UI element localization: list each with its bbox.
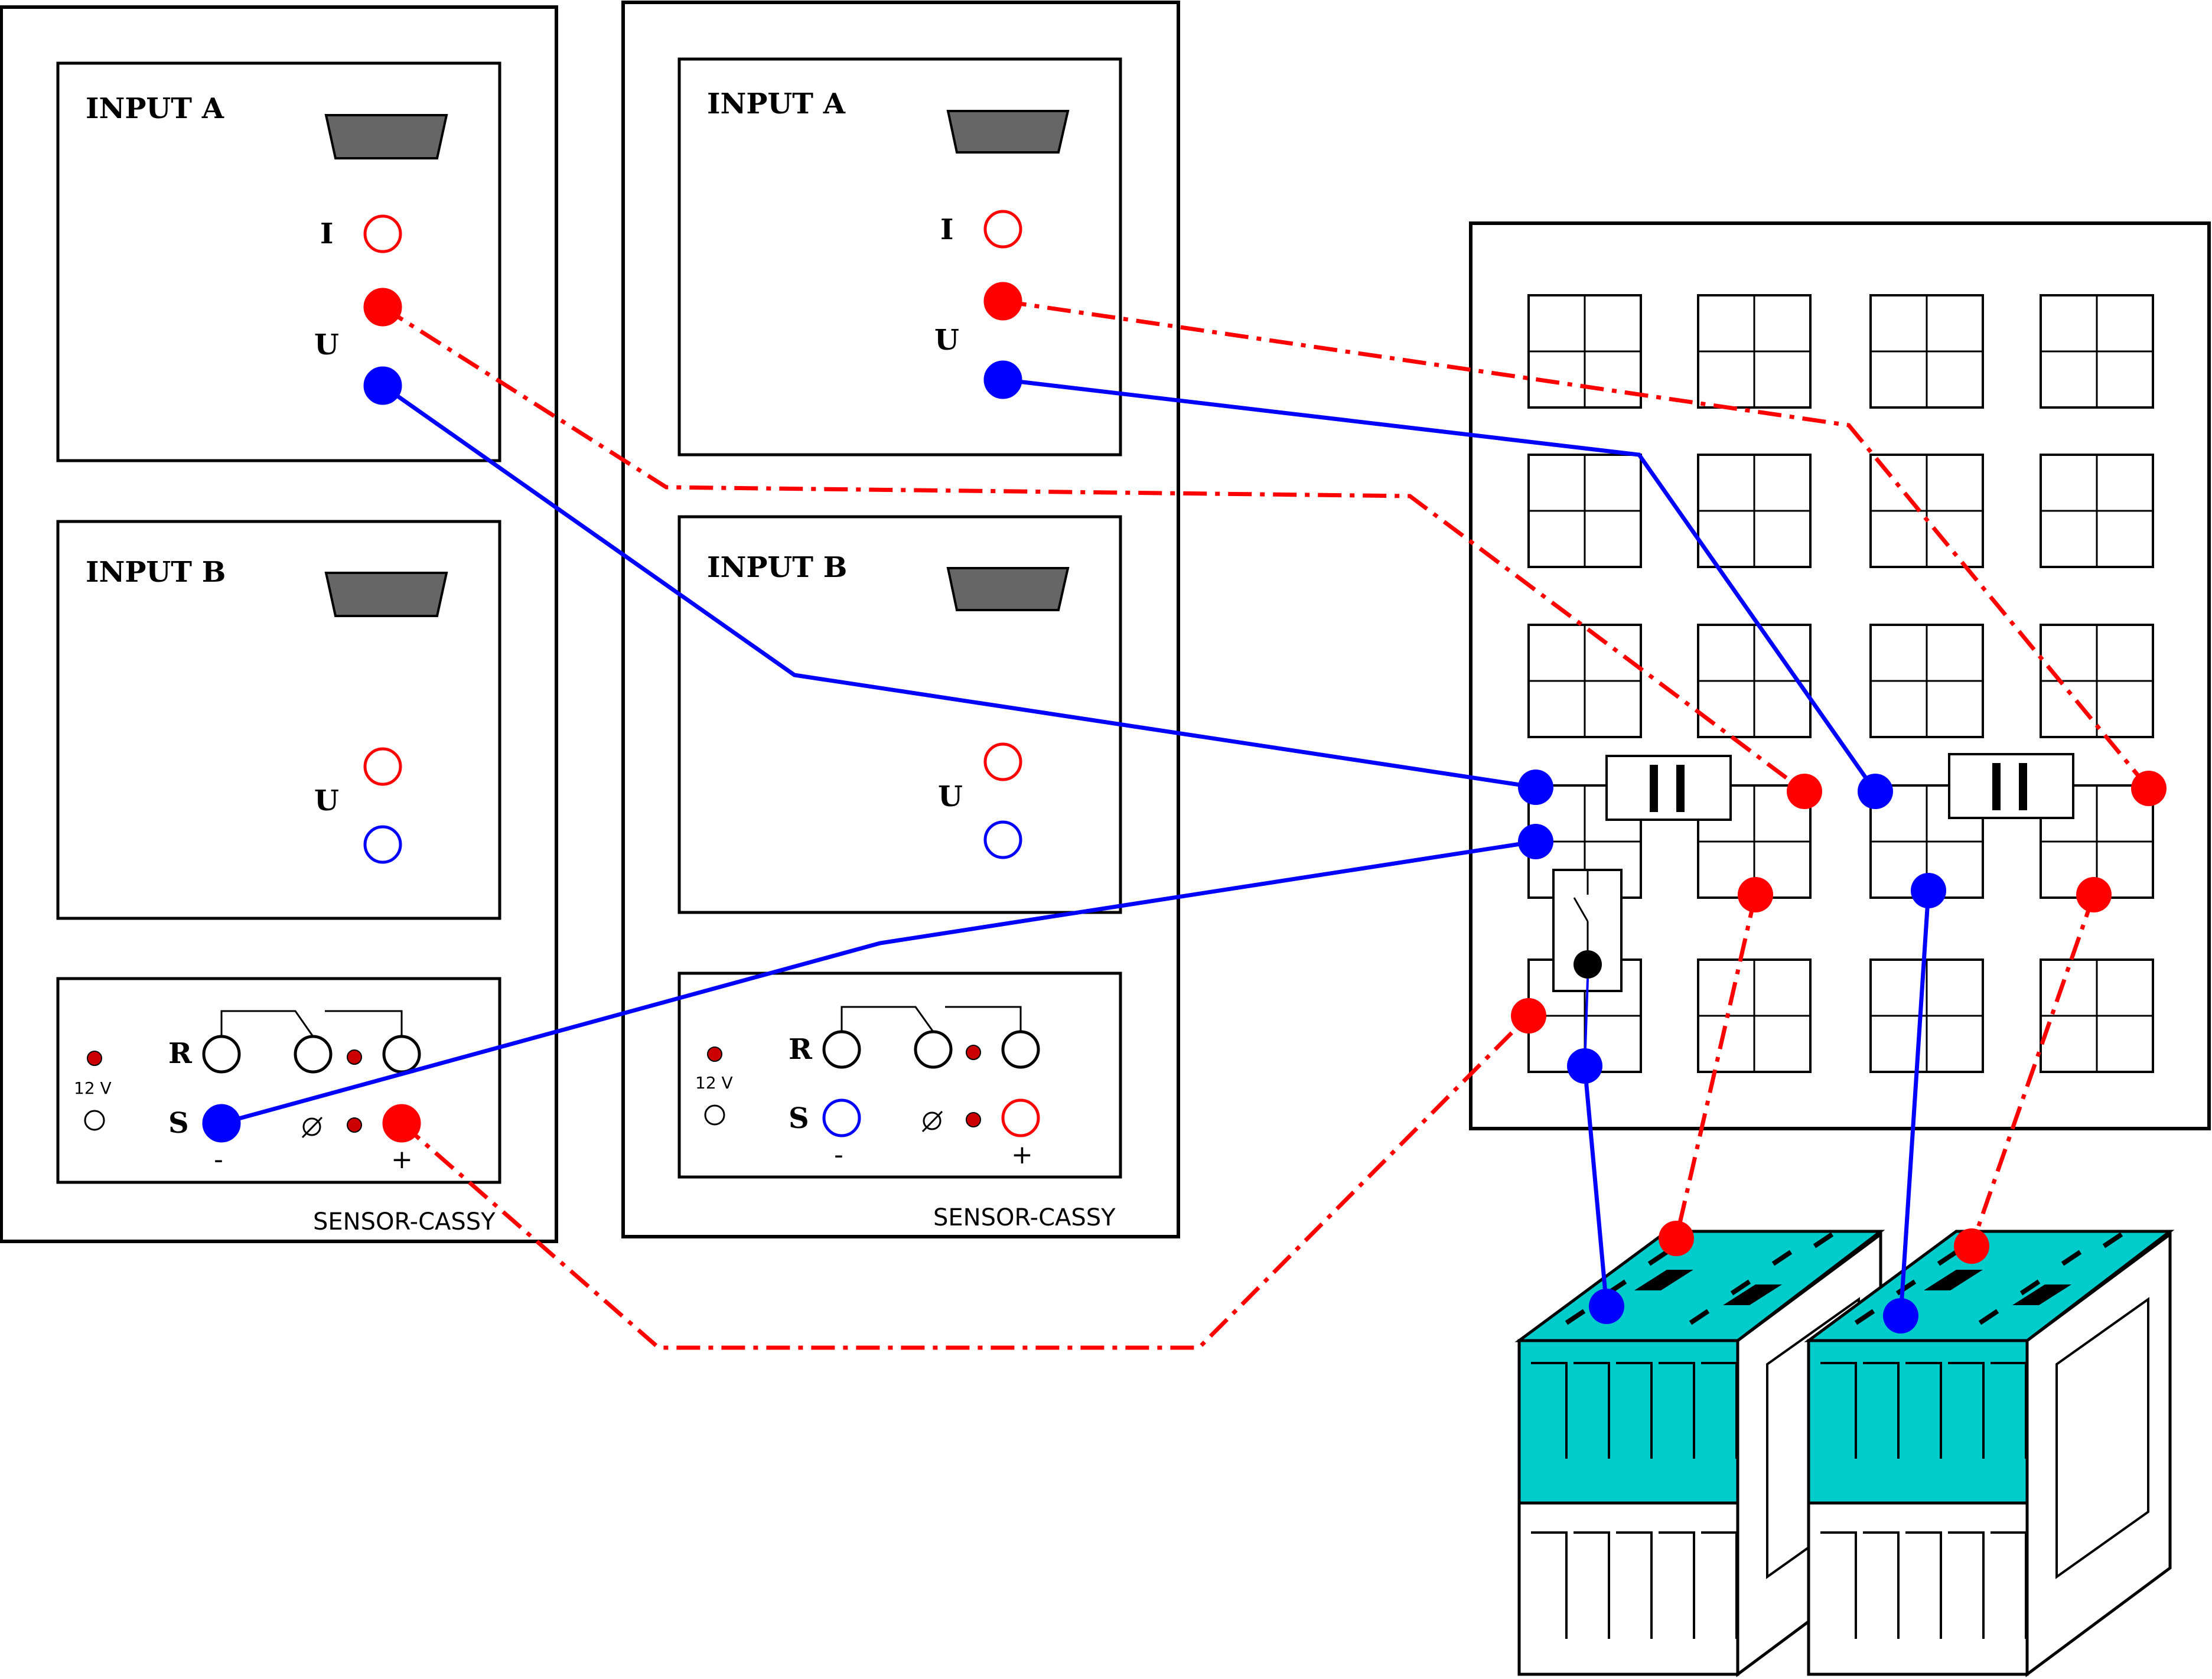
wire-blue <box>1002 377 1877 793</box>
plug-blue[interactable] <box>1518 824 1553 859</box>
switch-icon <box>841 1006 934 1032</box>
wire-blue <box>221 839 1536 1126</box>
bottom-panel-1: 12 V R S - + <box>56 977 501 1184</box>
switch-knob[interactable] <box>1574 950 1602 979</box>
i-label: I <box>320 217 333 250</box>
capacitor-icon <box>1605 755 1732 821</box>
u-label: U <box>314 328 339 361</box>
input-a-panel-2: INPUT A I U <box>677 57 1122 457</box>
socket-b-minus[interactable] <box>363 825 402 864</box>
plug-red[interactable] <box>1787 774 1822 809</box>
dsub-connector-icon <box>324 572 448 617</box>
s-led <box>347 1117 362 1133</box>
device-footer: SENSOR-CASSY <box>933 1204 1116 1231</box>
sensor-cassy-1: INPUT A I U INPUT B U 12 V R <box>0 5 558 1243</box>
plug-blue[interactable] <box>1518 770 1553 805</box>
wire-blue <box>381 384 1536 790</box>
potentiometer-icon <box>301 1116 323 1139</box>
input-a-title: INPUT A <box>86 92 224 125</box>
input-a-panel-1: INPUT A I U <box>56 61 501 462</box>
potentiometer-icon <box>921 1110 943 1133</box>
plug-red[interactable] <box>1659 1221 1694 1256</box>
label-s: S <box>168 1107 189 1140</box>
switch-element[interactable] <box>1552 869 1623 992</box>
plug-in-board <box>1469 221 2211 1130</box>
switch-icon <box>220 1010 314 1037</box>
minus-label: - <box>834 1140 843 1170</box>
wires <box>221 299 2151 1350</box>
plug-blue[interactable] <box>1911 873 1946 908</box>
u-label: U <box>314 784 339 817</box>
socket-12v[interactable] <box>84 1110 105 1131</box>
label-r: R <box>168 1037 193 1070</box>
indicator-led <box>707 1046 722 1062</box>
wire-blue <box>1582 1065 1609 1307</box>
input-b-title: INPUT B <box>86 556 226 589</box>
wire-red <box>400 1014 1530 1350</box>
socket-s-plus[interactable] <box>1001 1098 1040 1137</box>
bottom-panel-2: 12 V R S - + <box>677 971 1122 1179</box>
plug-red[interactable] <box>1511 998 1546 1034</box>
s-led <box>966 1112 981 1127</box>
input-b-title: INPUT B <box>707 551 847 584</box>
label-s: S <box>789 1102 809 1135</box>
dsub-connector-icon <box>324 114 448 159</box>
label-r: R <box>789 1033 813 1066</box>
socket-b-plus[interactable] <box>983 742 1022 781</box>
plug-blue[interactable] <box>1567 1048 1602 1084</box>
wire-blue <box>1898 890 1931 1316</box>
wire-red <box>382 305 1806 793</box>
dsub-connector-icon <box>946 110 1070 154</box>
label-12v: 12 V <box>695 1073 733 1093</box>
socket-b-plus[interactable] <box>363 747 402 786</box>
plug-blue[interactable] <box>1883 1298 1918 1334</box>
battery-icon <box>1804 1230 2175 1677</box>
plug-red[interactable] <box>2131 771 2167 806</box>
label-12v: 12 V <box>74 1078 112 1098</box>
wire-red <box>1002 299 2151 790</box>
plus-label: + <box>1011 1140 1033 1170</box>
device-footer: SENSOR-CASSY <box>313 1208 496 1235</box>
plugs <box>1511 770 2167 1334</box>
capacitor-icon <box>1948 753 2074 819</box>
socket-i[interactable] <box>983 210 1022 249</box>
socket-s-minus[interactable] <box>822 1098 861 1137</box>
relay-led <box>966 1045 981 1060</box>
plus-label: + <box>391 1145 413 1175</box>
switch-icon <box>1573 897 1589 922</box>
u-label: U <box>934 324 959 357</box>
socket-b-minus[interactable] <box>983 820 1022 859</box>
plug-red[interactable] <box>1738 877 1773 912</box>
input-a-title: INPUT A <box>707 87 846 120</box>
plug-blue[interactable] <box>1858 774 1893 809</box>
wire-red <box>1969 894 2096 1247</box>
u-label: U <box>938 780 963 813</box>
relay-led <box>347 1049 362 1065</box>
plug-red[interactable] <box>2076 877 2112 912</box>
socket-i[interactable] <box>363 214 402 253</box>
minus-label: - <box>214 1145 223 1175</box>
socket-12v[interactable] <box>704 1104 725 1126</box>
sensor-cassy-2: INPUT A I U INPUT B U 12 V R <box>621 1 1180 1238</box>
plug-blue[interactable] <box>1589 1289 1624 1324</box>
input-b-panel-1: INPUT B U <box>56 520 501 920</box>
i-label: I <box>940 213 953 246</box>
indicator-led <box>87 1051 102 1066</box>
dsub-connector-icon <box>946 567 1070 611</box>
plug-red[interactable] <box>1954 1228 1989 1264</box>
wire-red <box>1674 894 1758 1239</box>
